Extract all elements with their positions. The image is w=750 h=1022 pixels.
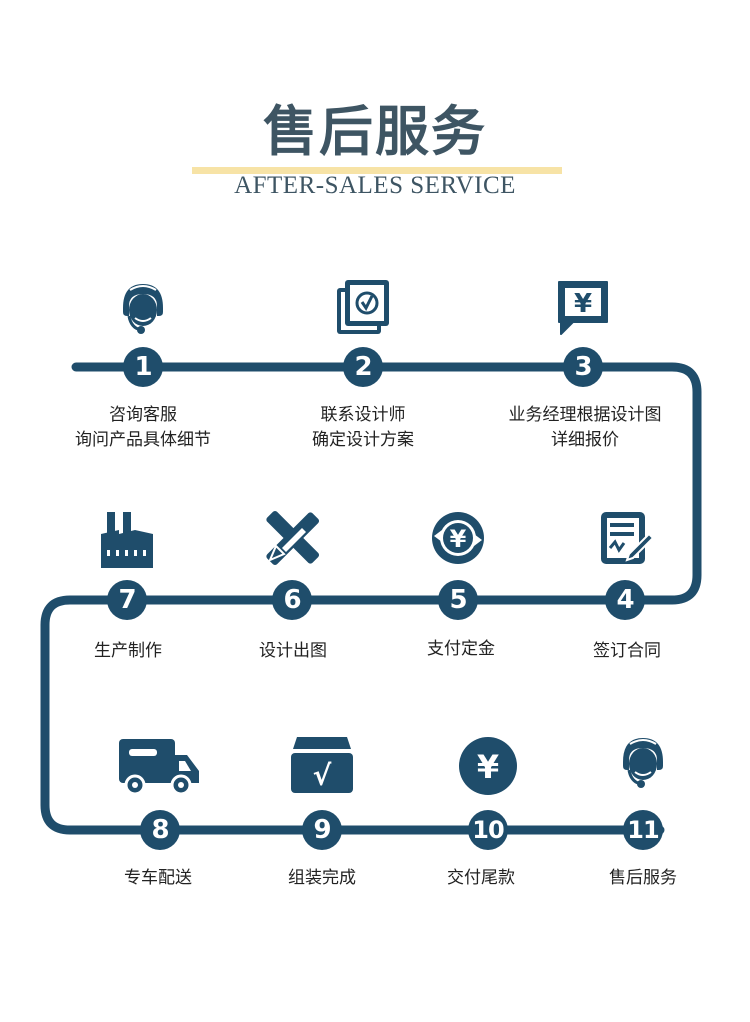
pencil-ruler-icon — [266, 510, 320, 566]
step-9-number: 9 — [302, 810, 342, 850]
step-10-label: 交付尾款 — [447, 868, 515, 888]
svg-text:√: √ — [313, 759, 332, 792]
customer-service-headset-icon — [123, 284, 163, 334]
step-1-label: 咨询客服 询问产品具体细节 — [23, 403, 263, 453]
step-8-number: 8 — [140, 810, 180, 850]
svg-text:¥: ¥ — [477, 748, 499, 786]
step-4-label: 签订合同 — [593, 641, 661, 661]
step-3-label: 业务经理根据设计图 详细报价 — [465, 403, 705, 453]
step-4-number: 4 — [605, 580, 645, 620]
step-1-description: 询问产品具体细节 — [75, 430, 211, 450]
step-2-title: 联系设计师 — [320, 405, 406, 425]
page-title: 售后服务 — [263, 100, 487, 163]
step-8-label: 专车配送 — [124, 868, 192, 888]
step-5-label: 支付定金 — [427, 639, 495, 659]
step-2-number: 2 — [343, 347, 383, 387]
step-7-number: 7 — [107, 580, 147, 620]
step-2-description: 确定设计方案 — [312, 430, 414, 450]
step-3-number: 3 — [563, 347, 603, 387]
step-1-title: 咨询客服 — [109, 405, 177, 425]
assembly-box-check-icon: √ — [291, 737, 353, 793]
step-1-number: 1 — [123, 347, 163, 387]
svg-text:¥: ¥ — [574, 289, 592, 319]
customer-service-headset-icon — [623, 738, 663, 788]
step-11-number: 11 — [623, 810, 663, 850]
signed-contract-icon — [601, 512, 655, 564]
step-3-description: 详细报价 — [551, 430, 619, 450]
svg-text:¥: ¥ — [450, 525, 467, 553]
checked-documents-icon — [337, 280, 389, 334]
yuan-quote-bubble-icon: ¥ — [558, 281, 608, 335]
title-underline-bar — [192, 167, 562, 174]
step-6-label: 设计出图 — [259, 641, 327, 661]
step-11-label: 售后服务 — [609, 868, 677, 888]
factory-icon — [101, 512, 153, 568]
step-6-number: 6 — [272, 580, 312, 620]
step-10-number: 10 — [468, 810, 508, 850]
delivery-truck-icon — [119, 739, 199, 795]
step-2-label: 联系设计师 确定设计方案 — [243, 403, 483, 453]
step-7-label: 生产制作 — [94, 641, 162, 661]
yuan-exchange-icon: ¥ — [432, 512, 484, 564]
step-9-label: 组装完成 — [288, 868, 356, 888]
step-5-number: 5 — [438, 580, 478, 620]
step-3-title: 业务经理根据设计图 — [508, 405, 662, 425]
page-subtitle: AFTER-SALES SERVICE — [234, 172, 516, 199]
yuan-coin-icon: ¥ — [459, 737, 517, 795]
